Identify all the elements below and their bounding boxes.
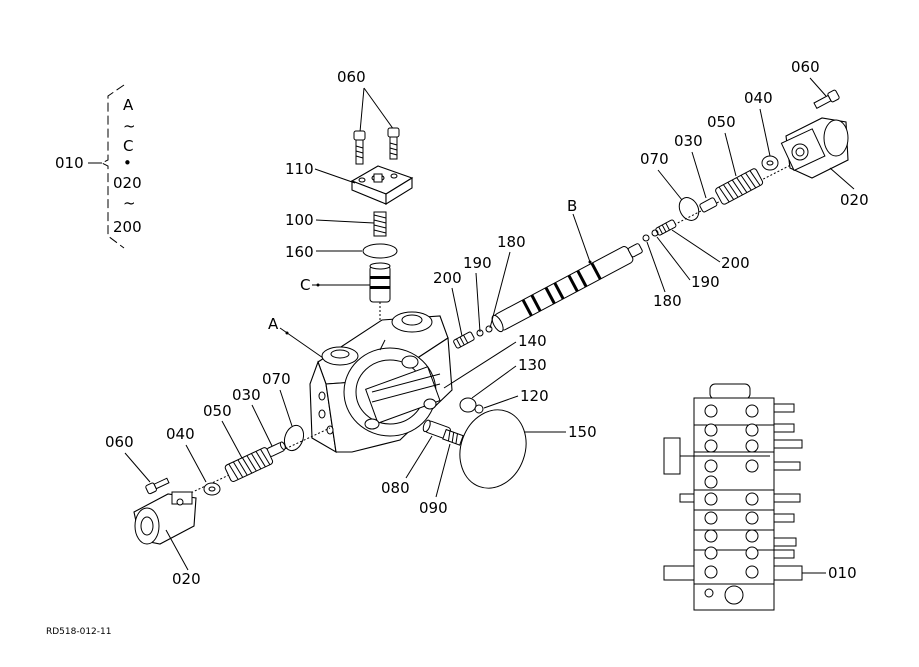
bolt-icon xyxy=(387,127,400,160)
inset-schematic: 010 xyxy=(663,383,857,611)
bracket-range-line: ~ xyxy=(123,117,136,135)
spring-icon xyxy=(224,447,274,482)
callout-070-left: 070 xyxy=(262,370,291,388)
callout-080: 080 xyxy=(381,479,410,497)
bracket-range-line: • xyxy=(123,154,132,172)
valve-body-group: A xyxy=(268,311,453,454)
callout-190-mid: 190 xyxy=(463,254,492,272)
left-end-group: 070 030 050 040 060 xyxy=(105,370,331,588)
o-ring-icon xyxy=(362,243,398,259)
o-ring-icon xyxy=(459,397,477,413)
bracket-range-line: ~ xyxy=(123,194,136,212)
end-cap-icon xyxy=(133,491,197,545)
callout-130: 130 xyxy=(518,356,547,374)
spring-icon xyxy=(373,211,387,237)
callout-B: B xyxy=(567,197,577,215)
bracket-range-line: 200 xyxy=(113,218,142,236)
spool-icon xyxy=(369,262,391,303)
callout-020-right: 020 xyxy=(840,191,869,209)
inset-ports xyxy=(704,404,759,605)
callout-160: 160 xyxy=(285,243,314,261)
bracket-range-line: C xyxy=(123,137,133,155)
bolt-icon xyxy=(145,477,170,495)
spring-icon xyxy=(442,428,464,446)
callout-140: 140 xyxy=(518,332,547,350)
top-cover-group: 060 110 10 xyxy=(285,68,414,350)
callout-200-right: 200 xyxy=(721,254,750,272)
seat-icon xyxy=(699,197,718,213)
cover-plate-icon xyxy=(350,165,414,205)
callout-010-inset: 010 xyxy=(828,564,857,582)
callout-150: 150 xyxy=(568,423,597,441)
bracket-range-line: A xyxy=(123,96,134,114)
callout-070-right: 070 xyxy=(640,150,669,168)
callout-100: 100 xyxy=(285,211,314,229)
plug-icon xyxy=(474,404,484,414)
callout-180-mid: 180 xyxy=(497,233,526,251)
bolt-icon xyxy=(353,130,366,165)
end-cap-icon xyxy=(780,117,849,179)
middle-seal-group: 200 190 180 xyxy=(433,233,526,349)
main-spool-icon xyxy=(491,243,643,333)
plug-icon xyxy=(453,331,475,349)
callout-190-right: 190 xyxy=(691,273,720,291)
valve-body-icon xyxy=(309,311,453,454)
callout-180-right: 180 xyxy=(653,292,682,310)
callout-020-left: 020 xyxy=(172,570,201,588)
callout-030-right: 030 xyxy=(674,132,703,150)
callout-090: 090 xyxy=(419,499,448,517)
callout-C: C xyxy=(300,276,310,294)
callout-060-right: 060 xyxy=(791,58,820,76)
bolt-icon xyxy=(813,89,840,109)
callout-120: 120 xyxy=(520,387,549,405)
retainer-icon xyxy=(761,155,779,171)
o-ring-icon xyxy=(678,197,700,221)
callout-050-right: 050 xyxy=(707,113,736,131)
spring-icon xyxy=(715,168,764,205)
plug-icon xyxy=(655,219,677,236)
large-o-ring-icon xyxy=(459,409,527,489)
reference-code: RD518-012-11 xyxy=(46,627,112,637)
flange-seal-group: 140 130 120 150 080 090 xyxy=(381,332,597,517)
ring-icon xyxy=(651,229,659,237)
ring-icon xyxy=(485,325,493,333)
callout-060-top: 060 xyxy=(337,68,366,86)
callout-200-mid: 200 xyxy=(433,269,462,287)
inset-spool-ends xyxy=(679,403,803,581)
callout-040-right: 040 xyxy=(744,89,773,107)
bracket-part-label: 010 xyxy=(55,154,84,172)
o-ring-icon xyxy=(283,424,305,452)
callout-030-left: 030 xyxy=(232,386,261,404)
callout-110: 110 xyxy=(285,160,314,178)
right-end-group: 060 020 040 050 xyxy=(640,58,869,310)
retainer-icon xyxy=(203,482,221,496)
bracket-range-line: 020 xyxy=(113,174,142,192)
callout-040-left: 040 xyxy=(166,425,195,443)
callout-050-left: 050 xyxy=(203,402,232,420)
ring-icon xyxy=(642,234,650,242)
ring-icon xyxy=(476,329,484,337)
callout-A: A xyxy=(268,315,279,333)
main-spool-group: B xyxy=(491,197,643,333)
assembly-bracket: 010 A ~ C • 020 ~ 200 xyxy=(55,84,142,249)
callout-060-left: 060 xyxy=(105,433,134,451)
